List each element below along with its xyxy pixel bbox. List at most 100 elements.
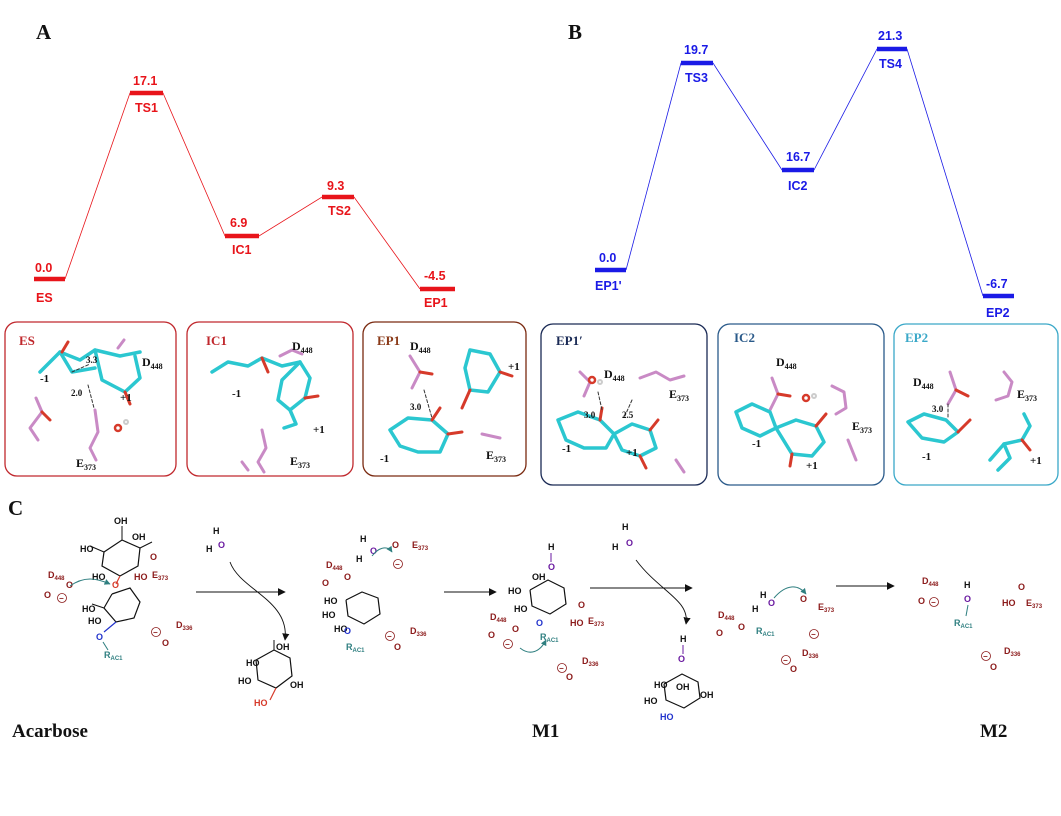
chem-label: HO [92, 572, 106, 582]
chem-label: E373 [152, 570, 169, 582]
chem-label: OH [532, 572, 546, 582]
chem-label: O [678, 654, 685, 664]
chem-label: − [983, 652, 988, 661]
chem-label: OH [290, 680, 304, 690]
level-ts2-value: 9.3 [327, 179, 344, 193]
site-label: -1 [752, 438, 761, 450]
chem-label: H [206, 544, 213, 554]
chem-label: H [752, 604, 759, 614]
chem-label: E373 [1026, 598, 1043, 610]
site-label: -1 [922, 451, 931, 463]
box-title: EP1′ [556, 333, 583, 348]
chem-label: E373 [412, 540, 429, 552]
chem-label: − [505, 640, 510, 649]
level-ts3-name: TS3 [685, 71, 708, 85]
chem-label: − [59, 594, 64, 603]
caption-m2: M2 [980, 721, 1007, 742]
scheme-released-glucose-2: H O HO OH HO OH HO [644, 634, 714, 722]
reaction-scheme: OH OH HO HO O HO HO O RAC1 D448 O O − HO… [12, 516, 1043, 742]
box-frame [4, 321, 177, 477]
chem-label: E373 [588, 616, 605, 628]
chem-label: D336 [802, 648, 819, 660]
chem-label: O [394, 642, 401, 652]
structure-box-ic2: IC2 D448 E373 -1 +1 [717, 323, 885, 486]
chem-label: HO [322, 610, 336, 620]
chem-label: − [153, 628, 158, 637]
profile-a-connector [64, 92, 421, 290]
chem-label: D448 [48, 570, 65, 582]
chem-label: − [931, 598, 936, 607]
chem-label: HO [1002, 598, 1016, 608]
residue-label: D448 [776, 355, 797, 371]
box-frame [717, 323, 885, 486]
chem-label: O [566, 672, 573, 682]
residue-label: E373 [290, 454, 310, 470]
molecule-sticks [210, 348, 320, 474]
chem-label: O [44, 590, 51, 600]
chem-label: O [768, 598, 775, 608]
chem-label: O [578, 600, 585, 610]
scheme-released-glucose-1: OH HO HO OH HO [238, 640, 304, 708]
chem-label: RAC1 [540, 632, 559, 644]
site-label: +1 [313, 424, 325, 436]
chem-label: HO [246, 658, 260, 668]
chem-label: H [964, 580, 971, 590]
chem-label: H [760, 590, 767, 600]
molecule-sticks [388, 348, 514, 454]
box-title: EP1 [377, 333, 400, 348]
site-label: +1 [806, 460, 818, 472]
level-ic2-name: IC2 [788, 179, 808, 193]
box-frame [893, 323, 1059, 486]
chem-label: H [356, 554, 363, 564]
level-ts3-value: 19.7 [684, 43, 708, 57]
chem-label: O [162, 638, 169, 648]
chem-label: O [322, 578, 329, 588]
chem-label: HO [508, 586, 522, 596]
chem-label: O [218, 540, 225, 550]
chem-label: D336 [176, 620, 193, 632]
level-ic1-name: IC1 [232, 243, 252, 257]
distance-label: 3.0 [584, 410, 596, 420]
chem-label: HO [80, 544, 94, 554]
structure-box-ic1: IC1 D448 E373 -1 +1 [186, 321, 354, 477]
residue-label: D448 [292, 339, 313, 355]
box-frame [362, 321, 527, 477]
site-label: +1 [1030, 455, 1042, 467]
chem-label: HO [82, 604, 96, 614]
chem-label: − [387, 632, 392, 641]
structure-box-ep2: EP2 3.0 D448 E373 -1 +1 [893, 323, 1059, 486]
site-label: +1 [626, 447, 638, 459]
chem-label: O [512, 624, 519, 634]
distance-label: 3.3 [86, 355, 98, 365]
curved-arrow [635, 559, 691, 625]
distance-label: 3.0 [932, 404, 944, 414]
site-label: +1 [120, 392, 132, 404]
site-label: -1 [232, 388, 241, 400]
level-ts4-value: 21.3 [878, 29, 902, 43]
chem-label: OH [114, 516, 128, 526]
chem-label: O [548, 562, 555, 572]
chem-label: D336 [1004, 646, 1021, 658]
level-ic1-value: 6.9 [230, 216, 247, 230]
level-ep2-name: EP2 [986, 306, 1010, 320]
chem-label: D448 [718, 610, 735, 622]
box-title: EP2 [905, 330, 928, 345]
chem-label: HO [88, 616, 102, 626]
chem-label: RAC1 [756, 626, 775, 638]
chem-label: O [964, 594, 971, 604]
molecule-sticks [556, 370, 686, 474]
chem-label: HO [660, 712, 674, 722]
scheme-m1: H O OH HO HO O RAC1 D448 O O − HO E373 O… [488, 542, 605, 682]
chem-label: D336 [582, 656, 599, 668]
chem-label: D448 [326, 560, 343, 572]
chem-label: HO [324, 596, 338, 606]
scheme-water-2: H H O [612, 522, 633, 552]
chem-label: H [213, 526, 220, 536]
chem-label: OH [132, 532, 146, 542]
residue-label: D448 [142, 355, 163, 371]
level-es-name: ES [36, 291, 53, 305]
chem-label: O [1018, 582, 1025, 592]
chem-label: OH [276, 642, 290, 652]
residue-label: D448 [410, 339, 431, 355]
level-ts2-name: TS2 [328, 204, 351, 218]
